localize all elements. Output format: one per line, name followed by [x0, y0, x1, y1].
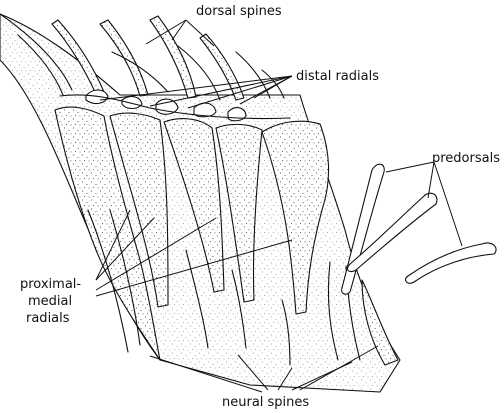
label-dorsal-spines: dorsal spines — [196, 4, 282, 19]
label-predorsals: predorsals — [432, 151, 500, 166]
label-proximal-medial-radials-line-2: medial — [28, 294, 72, 309]
label-proximal-medial-radials-line-1: proximal- — [20, 277, 81, 292]
label-neural-spines: neural spines — [222, 395, 309, 410]
label-proximal-medial-radials-line-3: radials — [26, 311, 70, 326]
label-distal-radials: distal radials — [296, 69, 379, 84]
predorsals — [342, 164, 496, 294]
